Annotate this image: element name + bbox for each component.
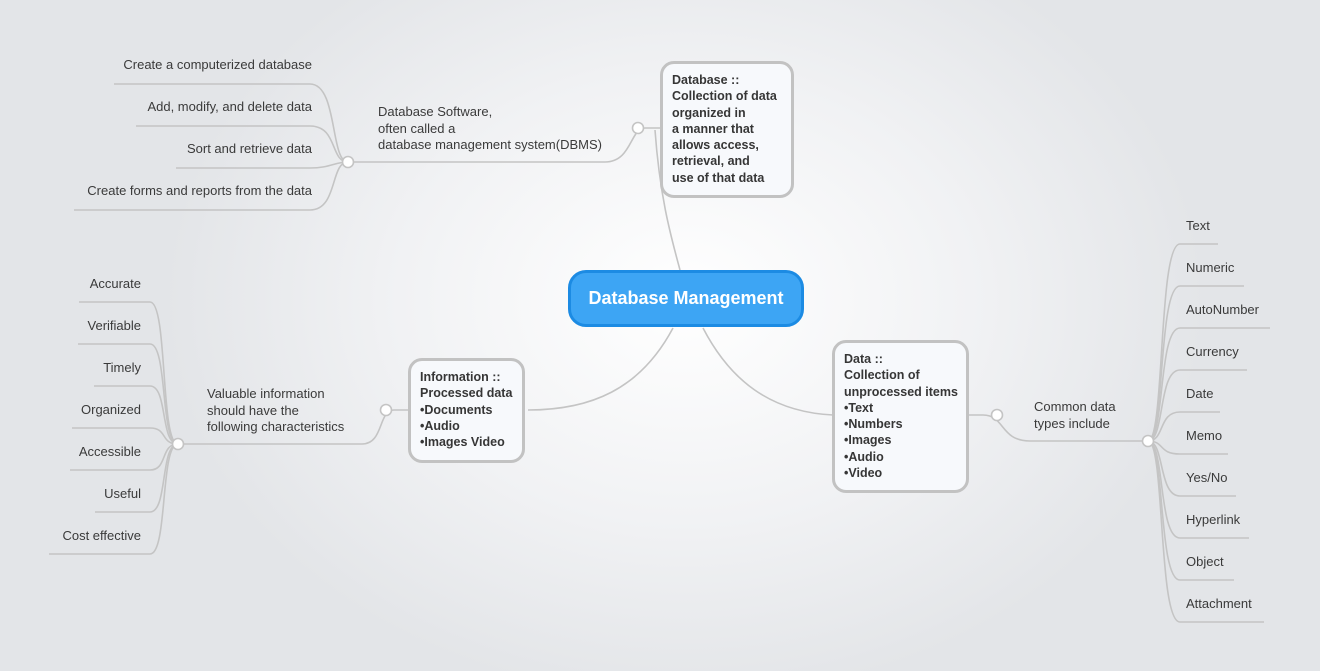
information-node[interactable]: Information :: Processed data •Documents… [408, 358, 525, 463]
data-type-item[interactable]: Attachment [1186, 596, 1252, 611]
data-node-line: unprocessed items [844, 384, 958, 399]
information-node-line: •Documents [420, 402, 493, 417]
data-node-line: •Images [844, 433, 892, 448]
dbms-topic-line: database management system(DBMS) [378, 137, 602, 152]
information-node-line: Information :: [420, 370, 501, 384]
data-node-line: •Numbers [844, 417, 903, 432]
types-topic[interactable]: Common data types include [1034, 399, 1116, 432]
characteristic-item[interactable]: Accessible [78, 444, 141, 459]
data-node-line: Data :: [844, 352, 883, 366]
database-node-line: retrieval, and [672, 154, 750, 169]
data-type-item[interactable]: AutoNumber [1186, 302, 1259, 317]
link-central-data [702, 327, 834, 416]
dbms-item[interactable]: Sort and retrieve data [186, 141, 312, 156]
dbms-item[interactable]: Create forms and reports from the data [87, 183, 312, 198]
dbms-topic-line: often called a [378, 120, 456, 136]
characteristic-item[interactable]: Verifiable [87, 318, 141, 333]
data-node[interactable]: Data :: Collection of unprocessed items … [832, 340, 969, 493]
link-central-database [654, 129, 681, 271]
link-data-types [967, 414, 1148, 442]
characteristics-topic-line: should have the [207, 402, 299, 418]
central-topic[interactable]: Database Management [568, 270, 804, 327]
characteristic-item[interactable]: Timely [103, 360, 141, 375]
data-node-line: •Video [844, 466, 883, 481]
data-type-item[interactable]: Object [1186, 554, 1224, 569]
characteristics-topic[interactable]: Valuable information should have the fol… [207, 386, 344, 436]
data-type-item[interactable]: Text [1186, 218, 1210, 233]
characteristic-item[interactable]: Accurate [89, 276, 141, 291]
types-topic-line: Common data [1034, 399, 1116, 414]
data-type-item[interactable]: Numeric [1186, 260, 1235, 275]
collapse-toggle-information [379, 403, 393, 417]
data-type-item[interactable]: Hyperlink [1186, 512, 1241, 527]
information-node-line: •Audio [420, 418, 460, 433]
database-node-line: organized in [672, 105, 746, 120]
data-node-line: Collection of [844, 368, 920, 383]
dbms-item[interactable]: Create a computerized database [123, 57, 312, 72]
dbms-topic[interactable]: Database Software, often called a databa… [378, 104, 602, 154]
data-node-line: •Text [844, 400, 874, 415]
dbms-topic-line: Database Software, [378, 104, 493, 119]
data-type-item[interactable]: Yes/No [1186, 470, 1228, 485]
dbms-item[interactable]: Add, modify, and delete data [147, 99, 312, 114]
link-central-information [527, 327, 674, 411]
link-information-characteristics [178, 409, 410, 445]
database-node-line: use of that data [672, 170, 765, 185]
database-node-line: allows access, [672, 138, 759, 153]
characteristic-item[interactable]: Organized [81, 402, 141, 417]
characteristics-topic-line: Valuable information [207, 386, 325, 401]
collapse-toggle-database [631, 121, 645, 135]
information-node-line: •Images Video [420, 435, 505, 450]
database-node-line: Database :: [672, 73, 740, 87]
database-node[interactable]: Database :: Collection of data organized… [660, 61, 794, 198]
data-type-item[interactable]: Date [1186, 386, 1214, 401]
information-node-line: Processed data [420, 386, 513, 401]
collapse-toggle-characteristics [171, 437, 185, 451]
data-type-item[interactable]: Memo [1186, 428, 1223, 443]
characteristics-topic-line: following characteristics [207, 419, 345, 434]
collapse-toggle-dbms [341, 155, 355, 169]
database-node-line: Collection of data [672, 89, 777, 104]
characteristic-item[interactable]: Cost effective [62, 528, 141, 543]
database-node-line: a manner that [672, 121, 754, 136]
characteristic-item[interactable]: Useful [104, 486, 141, 501]
data-node-line: •Audio [844, 449, 884, 464]
types-topic-line: types include [1034, 415, 1110, 431]
data-type-item[interactable]: Currency [1186, 344, 1239, 359]
collapse-toggle-data [990, 408, 1004, 422]
collapse-toggle-types [1141, 434, 1155, 448]
